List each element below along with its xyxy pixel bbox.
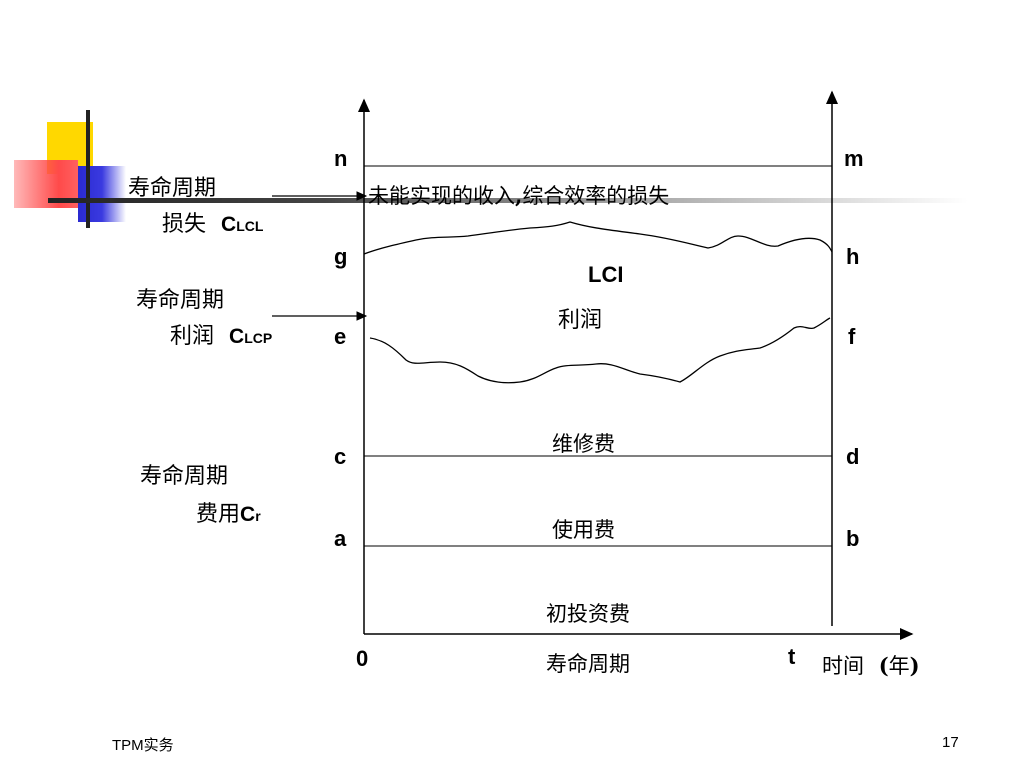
- loss-code: CLCL: [221, 213, 264, 236]
- point-f: f: [848, 324, 856, 349]
- point-b: b: [846, 526, 860, 551]
- cost-label-line2: 费用Cr: [196, 496, 261, 528]
- point-n: n: [334, 146, 348, 171]
- point-g: g: [334, 244, 348, 269]
- loss-region-text: 未能实现的收入,综合效率的损失: [368, 180, 669, 210]
- point-d: d: [846, 444, 860, 469]
- footer-title: TPM实务: [112, 737, 174, 754]
- point-c: c: [334, 444, 347, 469]
- profit-label-line2: 利润 CLCP: [170, 318, 272, 350]
- loss-text-b: 综合效率的损失: [522, 184, 670, 208]
- cost-label-text: 费用: [196, 502, 241, 527]
- x-axis-label: 寿命周期: [546, 652, 630, 676]
- point-t: t: [788, 644, 796, 669]
- loss-text-sep: ,: [515, 183, 523, 208]
- profit-region-label: 利润: [558, 308, 603, 333]
- profit-label-text: 利润: [170, 324, 215, 349]
- cost-code: Cr: [240, 503, 261, 526]
- curve-e-f: [369, 317, 831, 384]
- point-h: h: [846, 244, 860, 269]
- profit-code: CLCP: [229, 325, 273, 348]
- point-e: e: [334, 324, 347, 349]
- time-label-text: 时间: [822, 654, 864, 678]
- loss-label-text: 损失: [162, 212, 207, 237]
- loss-label-line1: 寿命周期: [128, 176, 217, 201]
- time-label: 时间 (年): [822, 650, 920, 680]
- loss-text-a: 未能实现的收入: [368, 184, 515, 208]
- cost-label-line1: 寿命周期: [140, 464, 229, 489]
- profit-label-line1: 寿命周期: [136, 288, 225, 313]
- lci-label: LCI: [588, 262, 624, 287]
- origin-label: 0: [356, 646, 369, 671]
- maintenance-label: 维修费: [552, 432, 615, 456]
- point-m: m: [844, 146, 864, 171]
- deco-vertical-bar: [86, 110, 90, 228]
- usage-label: 使用费: [552, 518, 615, 542]
- time-unit: (年): [878, 653, 920, 678]
- initial-investment-label: 初投资费: [546, 602, 630, 626]
- curve-g-h: [363, 221, 833, 255]
- page-number: 17: [942, 734, 959, 751]
- deco-horizontal-bar: [48, 198, 968, 203]
- point-a: a: [334, 526, 347, 551]
- loss-label-line2: 损失 CLCL: [162, 206, 263, 238]
